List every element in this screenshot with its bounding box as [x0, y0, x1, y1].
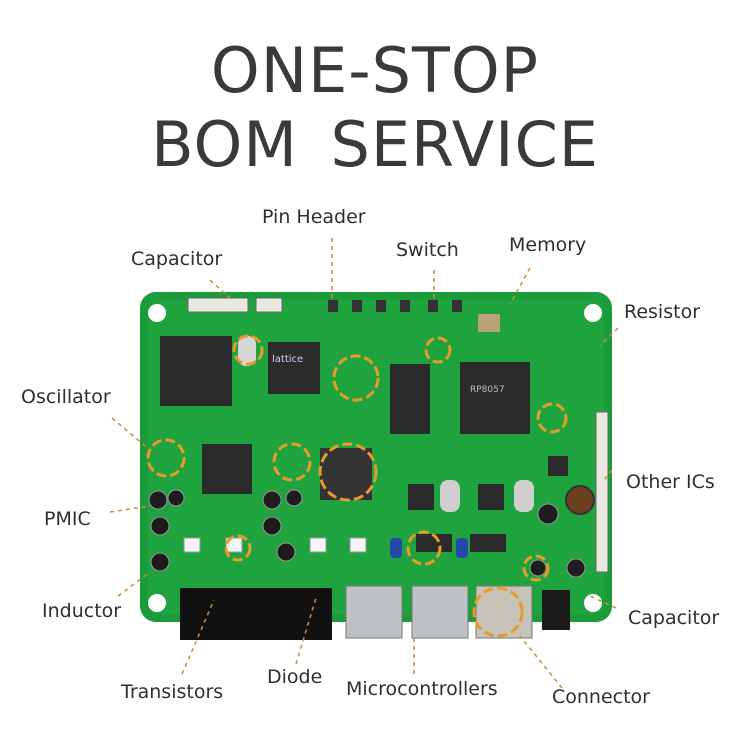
crystal: [514, 480, 534, 512]
rj45-connector: [345, 585, 403, 639]
mount-hole: [584, 594, 602, 612]
electrolytic-caps: [148, 489, 586, 578]
label-pin-header: Pin Header: [262, 206, 366, 228]
leader-lines: [109, 238, 619, 689]
label-transistors: Transistors: [121, 681, 224, 703]
terminal-block: [180, 588, 332, 640]
label-microcontrollers: Microcontrollers: [346, 678, 498, 700]
chip-lattice-text: lattice: [272, 354, 303, 365]
crystal: [238, 336, 256, 366]
pin-header-right: [595, 411, 609, 573]
white-connectors: [183, 537, 367, 553]
label-diode: Diode: [267, 666, 323, 688]
mount-hole: [148, 304, 166, 322]
mount-hole: [148, 594, 166, 612]
label-pmic: PMIC: [44, 508, 91, 530]
label-oscillator: Oscillator: [21, 386, 111, 408]
pin-header: [187, 297, 249, 313]
rj45-connector: [475, 585, 533, 639]
blue-cap: [456, 538, 468, 558]
pin-header: [255, 297, 283, 313]
blue-cap: [390, 538, 402, 558]
label-other-ics: Other ICs: [626, 471, 715, 493]
label-capacitor-top: Capacitor: [131, 248, 223, 270]
label-connector: Connector: [552, 686, 650, 708]
inductor: [565, 485, 595, 515]
switch-row: [328, 300, 462, 312]
crystal: [478, 314, 500, 332]
chip-cpu: [460, 362, 530, 434]
label-switch: Switch: [396, 239, 459, 261]
highlight-markers: [146, 334, 568, 638]
chip-large-left: [160, 336, 232, 406]
chip-small: [478, 484, 504, 510]
label-inductor: Inductor: [42, 600, 122, 622]
chip-strip: [470, 534, 506, 552]
crystal: [440, 480, 460, 512]
rj45-connector: [411, 585, 469, 639]
chip-memory: [390, 364, 430, 434]
chip-small: [548, 456, 568, 476]
chip-lattice: [268, 342, 320, 394]
label-memory: Memory: [509, 234, 587, 256]
chip-strip: [416, 534, 452, 552]
chip-small: [408, 484, 434, 510]
chip-cpu-text: RP8057: [470, 385, 505, 395]
label-resistor: Resistor: [624, 301, 700, 323]
label-capacitor-bottom: Capacitor: [628, 607, 720, 629]
title-line-2: BOM SERVICE: [151, 108, 599, 181]
mount-hole: [584, 304, 602, 322]
chip-mid: [202, 444, 252, 494]
title-line-1: ONE-STOP: [210, 34, 540, 107]
dc-jack: [542, 590, 570, 630]
